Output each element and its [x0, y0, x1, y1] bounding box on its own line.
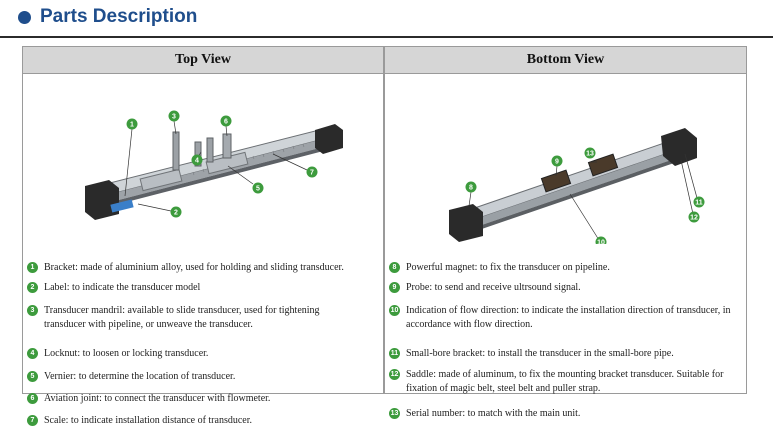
svg-text:12: 12	[690, 215, 698, 222]
legend-text: Bracket: made of aluminium alloy, used f…	[44, 262, 344, 273]
bottom-view-panel: Bottom View 8	[384, 46, 747, 419]
legend-item-1: 1 Bracket: made of aluminium alloy, used…	[23, 261, 344, 275]
svg-text:8: 8	[469, 185, 473, 192]
legend-item-2: 2 Label: to indicate the transducer mode…	[23, 281, 200, 295]
page-title: Parts Description	[40, 6, 198, 27]
svg-text:2: 2	[174, 210, 178, 217]
top-view-diagram: 1 3 4 6 5 7 2	[85, 110, 343, 220]
legend-text: Vernier: to determine the location of tr…	[44, 371, 236, 382]
number-badge: 3	[27, 305, 38, 316]
callout-9: 9	[551, 155, 563, 167]
svg-text:13: 13	[586, 151, 594, 158]
legend-item-6: 6 Aviation joint: to connect the transdu…	[23, 392, 270, 406]
callout-10: 10	[595, 236, 607, 245]
number-badge: 10	[389, 305, 400, 316]
legend-item-11: 11 Small-bore bracket: to install the tr…	[385, 347, 674, 361]
top-view-heading: Top View	[23, 47, 383, 74]
legend-item-3: 3 Transducer mandril: available to slide…	[23, 304, 353, 332]
legend-text: Small-bore bracket: to install the trans…	[406, 348, 674, 359]
callout-6: 6	[220, 115, 232, 127]
svg-text:10: 10	[597, 240, 605, 245]
svg-text:1: 1	[130, 122, 134, 129]
legend-text: Saddle: made of aluminum, to fix the mou…	[406, 369, 724, 394]
callout-4: 4	[191, 154, 203, 166]
number-badge: 11	[389, 348, 400, 359]
legend-text: Serial number: to match with the main un…	[406, 408, 581, 419]
legend-item-9: 9 Probe: to send and receive ultrsound s…	[385, 281, 581, 295]
legend-item-5: 5 Vernier: to determine the location of …	[23, 370, 235, 384]
callout-12: 12	[688, 211, 700, 223]
title-divider	[0, 36, 773, 38]
callout-2: 2	[170, 206, 182, 218]
callout-3: 3	[168, 110, 180, 122]
legend-text: Powerful magnet: to fix the transducer o…	[406, 262, 610, 273]
callout-5: 5	[252, 182, 264, 194]
number-badge: 8	[389, 262, 400, 273]
top-view-panel: Top View	[22, 46, 384, 426]
legend-text: Aviation joint: to connect the transduce…	[44, 393, 271, 404]
callout-1: 1	[126, 118, 138, 130]
svg-text:3: 3	[172, 114, 176, 121]
legend-item-7: 7 Scale: to indicate installation distan…	[23, 414, 252, 428]
number-badge: 7	[27, 415, 38, 426]
legend-item-10: 10 Indication of flow direction: to indi…	[385, 304, 741, 332]
legend-item-13: 13 Serial number: to match with the main…	[385, 407, 580, 421]
svg-text:7: 7	[310, 170, 314, 177]
number-badge: 5	[27, 371, 38, 382]
legend-text: Label: to indicate the transducer model	[44, 282, 201, 293]
legend-item-12: 12 Saddle: made of aluminum, to fix the …	[385, 368, 725, 396]
number-badge: 6	[27, 393, 38, 404]
svg-text:9: 9	[555, 159, 559, 166]
section-title: Parts Description	[18, 4, 197, 30]
svg-text:4: 4	[195, 158, 199, 165]
number-badge: 13	[389, 408, 400, 419]
number-badge: 4	[27, 348, 38, 359]
legend-item-8: 8 Powerful magnet: to fix the transducer…	[385, 261, 610, 275]
callout-8: 8	[465, 181, 477, 193]
bottom-view-heading: Bottom View	[385, 47, 746, 74]
top-view-figure: 1 3 4 6 5 7 2	[23, 74, 383, 244]
legend-text: Transducer mandril: available to slide t…	[44, 305, 320, 330]
number-badge: 2	[27, 282, 38, 293]
number-badge: 12	[389, 369, 400, 380]
legend-text: Scale: to indicate installation distance…	[44, 415, 252, 426]
legend-text: Locknut: to loosen or locking transducer…	[44, 348, 209, 359]
bottom-view-diagram: 8 9 13 10 11 12	[449, 128, 705, 245]
legend-text: Indication of flow direction: to indicat…	[406, 305, 731, 330]
legend-item-4: 4 Locknut: to loosen or locking transduc…	[23, 347, 208, 361]
callout-7: 7	[306, 166, 318, 178]
svg-text:6: 6	[224, 119, 228, 126]
number-badge: 1	[27, 262, 38, 273]
bottom-view-figure: 8 9 13 10 11 12	[385, 74, 746, 244]
callout-13: 13	[584, 147, 596, 159]
bullet-icon	[18, 10, 31, 24]
legend-text: Probe: to send and receive ultrsound sig…	[406, 282, 581, 293]
svg-text:5: 5	[256, 186, 260, 193]
svg-text:11: 11	[695, 200, 703, 207]
callout-11: 11	[693, 196, 705, 208]
number-badge: 9	[389, 282, 400, 293]
